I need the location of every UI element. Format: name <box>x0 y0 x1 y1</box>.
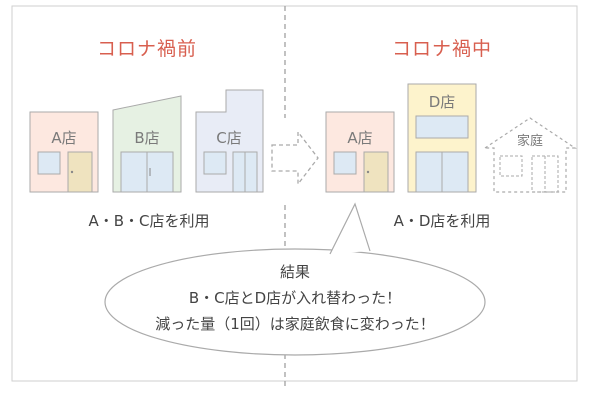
shop-label: D店 <box>429 93 456 111</box>
usage-during: A・D店を利用 <box>394 212 491 230</box>
result-heading: 結果 <box>280 263 310 281</box>
shop-label: C店 <box>216 129 241 147</box>
shop-building-icon <box>325 111 395 193</box>
shop-a-during: A店 <box>325 111 395 193</box>
shop-b-before: B店 <box>112 95 182 193</box>
shop-building-icon <box>407 83 477 193</box>
shop-building-icon <box>195 89 264 193</box>
shop-label: B店 <box>134 129 159 147</box>
shop-building-icon <box>112 95 182 193</box>
dashed-arrow-icon <box>271 130 319 186</box>
result-line-2: 減った量（1回）は家庭飲食に変わった！ <box>155 315 435 333</box>
shop-a-before: A店 <box>29 111 99 193</box>
home-label: 家庭 <box>517 133 543 149</box>
home-during: 家庭 <box>483 117 577 193</box>
result-line-1: B・C店とD店が入れ替わった！ <box>189 289 401 307</box>
shop-building-icon <box>29 111 99 193</box>
house-outline-icon <box>483 117 577 193</box>
shop-d-during: D店 <box>407 83 477 193</box>
usage-before: A・B・C店を利用 <box>88 212 209 230</box>
title-during: コロナ禍中 <box>392 38 492 60</box>
title-before: コロナ禍前 <box>97 38 197 60</box>
speech-bubble-icon <box>104 202 486 356</box>
shop-c-before: C店 <box>195 89 264 193</box>
shop-label: A店 <box>347 129 372 147</box>
shop-label: A店 <box>51 129 76 147</box>
